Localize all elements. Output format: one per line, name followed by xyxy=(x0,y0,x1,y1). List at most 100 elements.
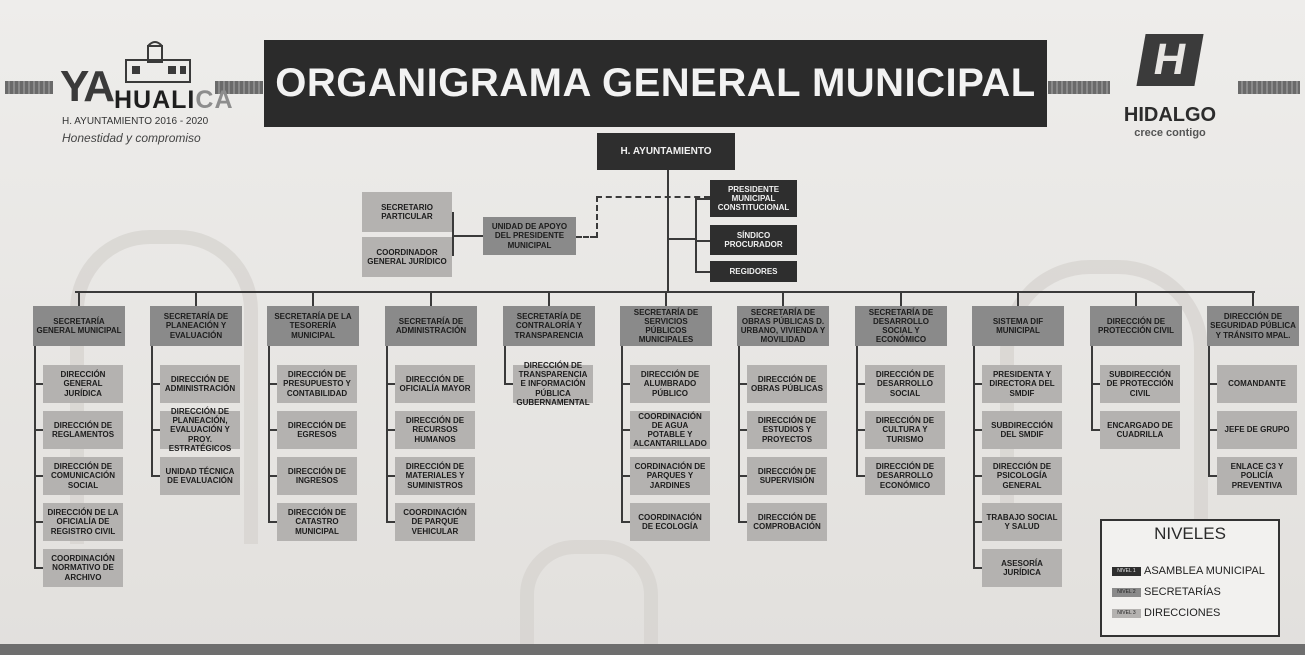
department-item: DIRECCIÓN GENERAL JURÍDICA xyxy=(43,365,123,403)
connector-item xyxy=(504,383,513,385)
state-logo-mark: H xyxy=(1136,34,1204,86)
decorative-band-right xyxy=(1238,81,1300,94)
connector-item xyxy=(621,521,630,523)
connector-item xyxy=(1208,383,1217,385)
page-title: ORGANIGRAMA GENERAL MUNICIPAL xyxy=(264,40,1047,127)
connector-item xyxy=(34,475,43,477)
department-item: DIRECCIÓN DE LA OFICIALÍA DE REGISTRO CI… xyxy=(43,503,123,541)
connector-item xyxy=(738,521,747,523)
connector-spine-1 xyxy=(151,346,153,476)
connector-item xyxy=(151,383,160,385)
department-item: COORDINACIÓN DE PARQUE VEHICULAR xyxy=(395,503,475,541)
bottom-band xyxy=(0,644,1305,655)
connector-drop-0 xyxy=(78,291,80,306)
connector-spine-6 xyxy=(738,346,740,522)
department-head: SECRETARÍA DE ADMINISTRACIÓN xyxy=(385,306,477,346)
department-item: COORDINACIÓN NORMATIVO DE ARCHIVO xyxy=(43,549,123,587)
department-item: SUBDIRECCIÓN DEL SMDIF xyxy=(982,411,1062,449)
department-item: DIRECCIÓN DE PSICOLOGÍA GENERAL xyxy=(982,457,1062,495)
department-item: JEFE DE GRUPO xyxy=(1217,411,1297,449)
box-ayuntamiento: H. AYUNTAMIENTO xyxy=(597,133,735,170)
department-item: DIRECCIÓN DE ADMINISTRACIÓN xyxy=(160,365,240,403)
connector-drop-8 xyxy=(1017,291,1019,306)
connector-spine-10 xyxy=(1208,346,1210,476)
connector-presidente xyxy=(695,198,710,200)
connector-item xyxy=(621,475,630,477)
department-item: DIRECCIÓN DE SUPERVISIÓN xyxy=(747,457,827,495)
connector-spine-3 xyxy=(386,346,388,522)
building-icon xyxy=(125,41,191,83)
connector-item xyxy=(856,383,865,385)
connector-drop-5 xyxy=(665,291,667,306)
department-item: DIRECCIÓN DE OBRAS PÚBLICAS xyxy=(747,365,827,403)
department-head: SECRETARÍA DE DESARROLLO SOCIAL Y ECONÓM… xyxy=(855,306,947,346)
box-unidad-apoyo: UNIDAD DE APOYO DEL PRESIDENTE MUNICIPAL xyxy=(483,217,576,255)
connector-item xyxy=(268,429,277,431)
connector-apoyo-join xyxy=(452,235,483,237)
connector-drop-1 xyxy=(195,291,197,306)
connector-apoyo-left xyxy=(452,212,454,256)
connector-item xyxy=(621,429,630,431)
decorative-band-left xyxy=(5,81,53,94)
legend-title: NIVELES xyxy=(1102,521,1278,547)
connector-spine-9 xyxy=(1091,346,1093,430)
connector-regidores xyxy=(695,271,710,273)
department-item: DIRECCIÓN DE REGLAMENTOS xyxy=(43,411,123,449)
legend-row-1: NIVEL 1 ASAMBLEA MUNICIPAL xyxy=(1112,565,1265,577)
connector-sindico xyxy=(695,240,710,242)
box-presidente: PRESIDENTE MUNICIPAL CONSTITUCIONAL xyxy=(710,180,797,217)
connector-spine-0 xyxy=(34,346,36,568)
department-item: DIRECCIÓN DE COMUNICACIÓN SOCIAL xyxy=(43,457,123,495)
connector-apoyo-dashed-top xyxy=(596,196,710,198)
logo-name: HUALICA xyxy=(114,86,234,115)
connector-item xyxy=(856,475,865,477)
connector-drop-10 xyxy=(1252,291,1254,306)
department-item: DIRECCIÓN DE ALUMBRADO PÚBLICO xyxy=(630,365,710,403)
connector-item xyxy=(1091,383,1100,385)
department-item: SUBDIRECCIÓN DE PROTECCIÓN CIVIL xyxy=(1100,365,1180,403)
watermark-arch-bottom xyxy=(520,540,658,654)
department-item: DIRECCIÓN DE CULTURA Y TURISMO xyxy=(865,411,945,449)
connector-item xyxy=(973,521,982,523)
department-head: SECRETARÍA DE SERVICIOS PÚBLICOS MUNICIP… xyxy=(620,306,712,346)
department-item: DIRECCIÓN DE PLANEACIÓN, EVALUACIÓN Y PR… xyxy=(160,407,240,453)
logo-period: H. AYUNTAMIENTO 2016 - 2020 xyxy=(62,116,209,127)
connector-item xyxy=(621,383,630,385)
connector-item xyxy=(1208,429,1217,431)
legend-chip-1: NIVEL 1 xyxy=(1112,566,1141,576)
decorative-band-mid-left xyxy=(215,81,263,94)
department-item: ASESORÍA JURÍDICA xyxy=(982,549,1062,587)
connector-branch-vertical xyxy=(695,198,697,272)
department-item: TRABAJO SOCIAL Y SALUD xyxy=(982,503,1062,541)
department-item: DIRECCIÓN DE RECURSOS HUMANOS xyxy=(395,411,475,449)
connector-item xyxy=(1208,475,1217,477)
department-item: DIRECCIÓN DE ESTUDIOS Y PROYECTOS xyxy=(747,411,827,449)
legend-chip-2: NIVEL 2 xyxy=(1112,587,1141,597)
legend-row-3: NIVEL 3 DIRECCIONES xyxy=(1112,607,1220,619)
connector-drop-9 xyxy=(1135,291,1137,306)
connector-item xyxy=(973,383,982,385)
connector-trunk-to-branch xyxy=(667,238,697,240)
state-logo: H HIDALGO crece contigo xyxy=(1110,34,1230,154)
department-item: DIRECCIÓN DE DESARROLLO ECONÓMICO xyxy=(865,457,945,495)
connector-item xyxy=(738,429,747,431)
connector-apoyo-dashed-vertical xyxy=(596,196,598,238)
department-item: DIRECCIÓN DE COMPROBACIÓN xyxy=(747,503,827,541)
connector-item xyxy=(738,383,747,385)
department-item: DIRECCIÓN DE TRANSPARENCIA E INFORMACIÓN… xyxy=(513,361,593,407)
connector-item xyxy=(386,383,395,385)
connector-spine-2 xyxy=(268,346,270,522)
department-item: UNIDAD TÉCNICA DE EVALUACIÓN xyxy=(160,457,240,495)
state-logo-name: HIDALGO xyxy=(1123,104,1217,126)
department-item: DIRECCIÓN DE INGRESOS xyxy=(277,457,357,495)
department-head: SECRETARÍA DE CONTRALORÍA Y TRANSPARENCI… xyxy=(503,306,595,346)
connector-drop-7 xyxy=(900,291,902,306)
connector-apoyo-dashed xyxy=(576,236,596,238)
connector-item xyxy=(268,521,277,523)
connector-item xyxy=(386,429,395,431)
logo-slogan: Honestidad y compromiso xyxy=(62,131,201,145)
department-head: SECRETARÍA DE PLANEACIÓN Y EVALUACIÓN xyxy=(150,306,242,346)
connector-item xyxy=(1091,429,1100,431)
connector-drop-4 xyxy=(548,291,550,306)
legend-label-1: ASAMBLEA MUNICIPAL xyxy=(1144,565,1265,577)
